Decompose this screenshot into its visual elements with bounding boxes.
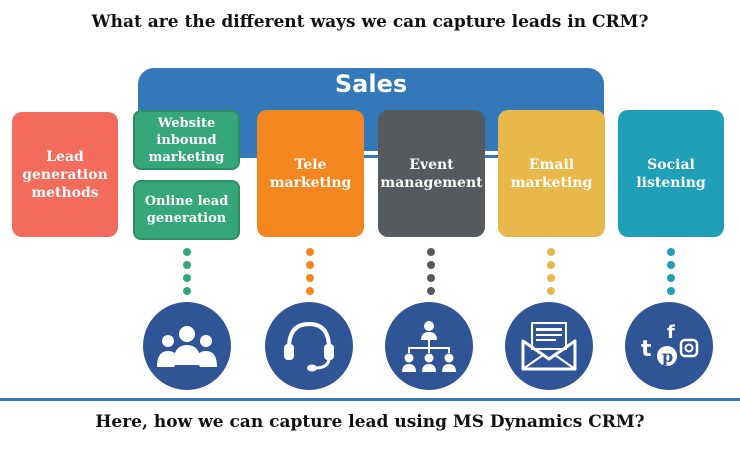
dot [306,248,314,256]
connector-tele-event [362,151,380,155]
svg-text:p: p [662,347,673,366]
org-chart-icon [385,302,473,390]
event-management-box: Event management [378,110,485,237]
dot [667,248,675,256]
dot [306,261,314,269]
sales-label: Sales [334,70,408,98]
dot [427,287,435,295]
dot [547,287,555,295]
dot [183,261,191,269]
dot [667,287,675,295]
svg-text:f: f [667,322,675,343]
dot [547,274,555,282]
dot [547,261,555,269]
dot [667,261,675,269]
dot [427,274,435,282]
footer-title: Here, how we can capture lead using MS D… [95,412,645,432]
dot [667,274,675,282]
lead-generation-methods-box: Lead generation methods [12,112,118,237]
dot [427,261,435,269]
dot [547,248,555,256]
social-listening-box: Social listening [618,110,724,237]
divider-line [0,398,740,401]
email-marketing-box: Email marketing [498,110,605,237]
dot [427,248,435,256]
online-lead-generation-box: Online lead generation [133,180,240,240]
people-group-icon [143,302,231,390]
headset-icon [265,302,353,390]
page-title: What are the different ways we can captu… [91,12,649,32]
dot [306,287,314,295]
dot [183,248,191,256]
svg-text:t: t [641,337,652,362]
connector-event-email [482,151,500,155]
dot [306,274,314,282]
social-media-icon: f t p [625,302,713,390]
dot [183,287,191,295]
tele-marketing-box: Tele marketing [257,110,364,237]
website-inbound-marketing-box: Website inbound marketing [133,110,240,170]
dot [183,274,191,282]
envelope-icon [505,302,593,390]
